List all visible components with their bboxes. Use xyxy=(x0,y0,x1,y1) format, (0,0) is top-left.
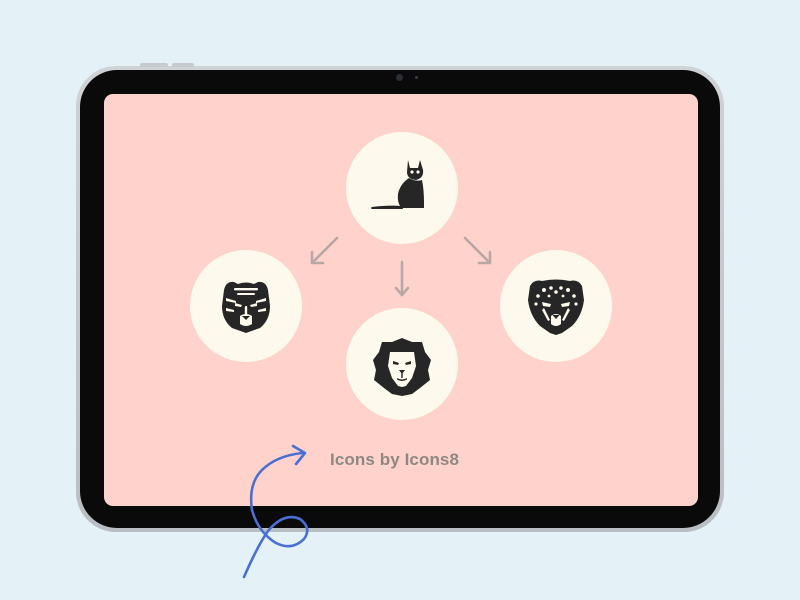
tablet-screen: Icons by Icons8 xyxy=(104,94,698,506)
sensor-icon xyxy=(415,76,418,79)
hierarchy-arrows xyxy=(310,236,492,297)
tiger-icon xyxy=(222,281,270,333)
tiger-node xyxy=(190,250,302,362)
arrow-to-tiger xyxy=(310,236,339,265)
cat-node xyxy=(346,132,458,244)
power-button xyxy=(172,63,194,67)
volume-button xyxy=(140,63,168,67)
camera-icon xyxy=(396,74,403,81)
lion-icon xyxy=(373,338,431,396)
icons8-credit-link[interactable]: Icons by Icons8 xyxy=(330,450,460,469)
cat-icon xyxy=(371,160,424,209)
leopard-node xyxy=(500,250,612,362)
arrow-to-leopard xyxy=(463,236,492,265)
arrow-to-lion xyxy=(394,260,410,297)
lion-node xyxy=(346,308,458,420)
leopard-icon xyxy=(528,279,584,335)
